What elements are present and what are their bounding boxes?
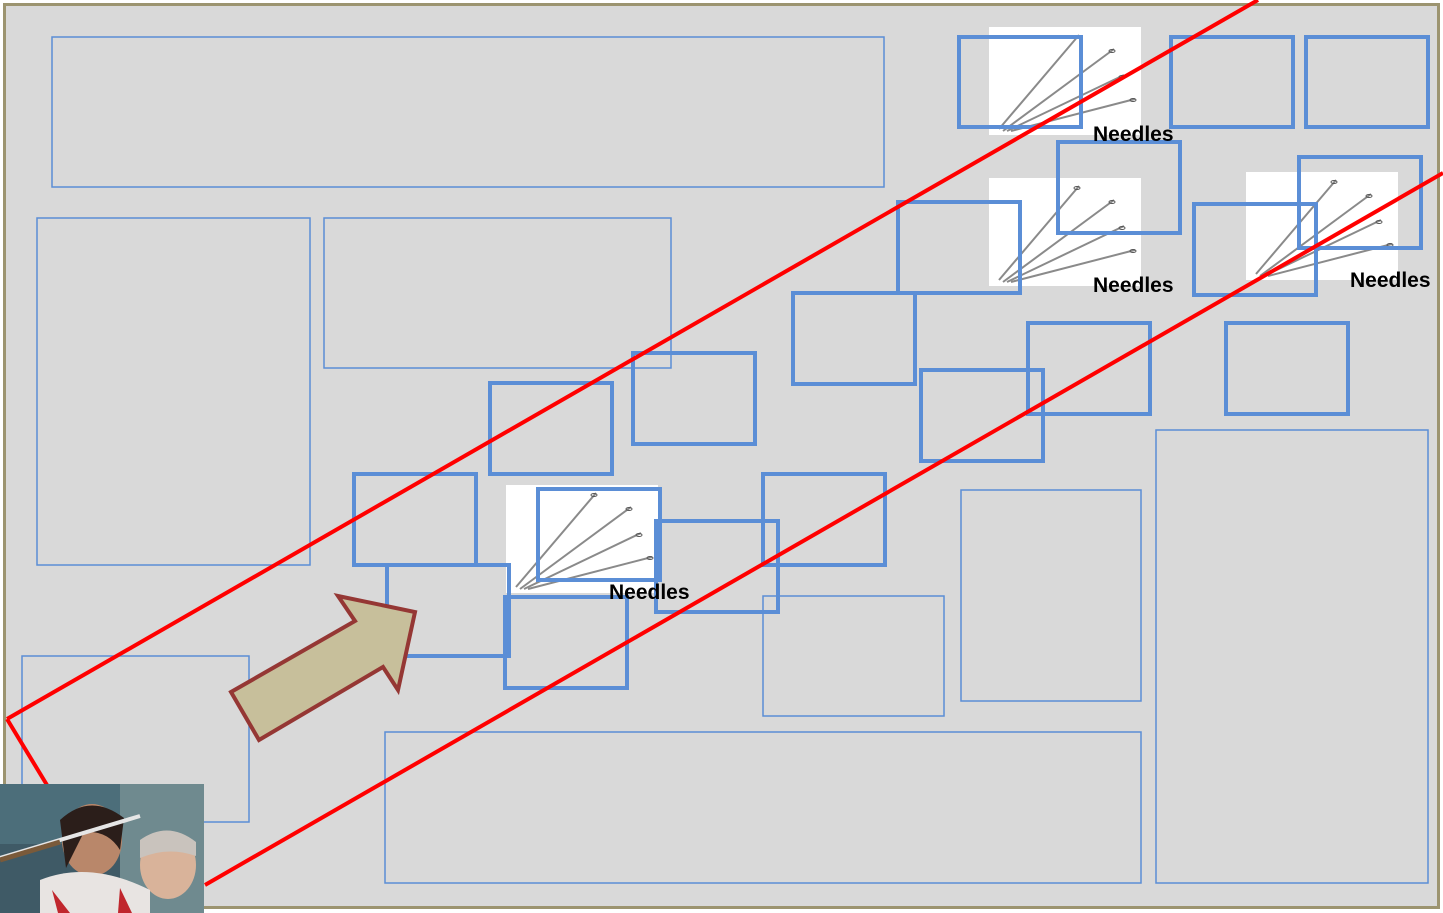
guide-line-upper [6, 0, 1259, 721]
guide-corridor [5, 0, 1443, 887]
needles-icon [1245, 171, 1399, 281]
thin-box [323, 217, 672, 369]
thin-box [51, 36, 885, 188]
needles-label: Needles [1093, 123, 1174, 146]
thick-box [536, 487, 662, 582]
thick-box-group [352, 35, 1430, 690]
thick-box [1056, 140, 1182, 235]
thick-box [631, 351, 757, 446]
thick-box [896, 200, 1022, 295]
thick-box [352, 472, 478, 567]
thick-box [1224, 321, 1350, 416]
thin-box [960, 489, 1142, 702]
thick-box [488, 381, 614, 476]
thin-box [36, 217, 311, 566]
thick-box [503, 595, 629, 690]
thick-box [1192, 202, 1318, 297]
needles-label: Needles [1350, 269, 1431, 292]
needles-icon [505, 484, 659, 594]
needles-label: Needles [609, 581, 690, 604]
thin-box [384, 731, 1142, 884]
needles-label: Needles [1093, 274, 1174, 297]
thick-box [919, 368, 1045, 463]
thick-box [957, 35, 1083, 129]
thin-box [1155, 429, 1429, 884]
arrow-icon [228, 593, 418, 743]
guide-line-lower [204, 171, 1443, 887]
thin-box-group [21, 36, 1429, 884]
thick-box [654, 519, 780, 614]
thick-box [791, 291, 917, 386]
thin-box [762, 595, 945, 717]
thick-box [1304, 35, 1430, 129]
diagram-frame [3, 3, 1440, 909]
javelin-thrower-photo [0, 784, 204, 913]
guide-line-end [5, 717, 52, 792]
thick-box [1169, 35, 1295, 129]
